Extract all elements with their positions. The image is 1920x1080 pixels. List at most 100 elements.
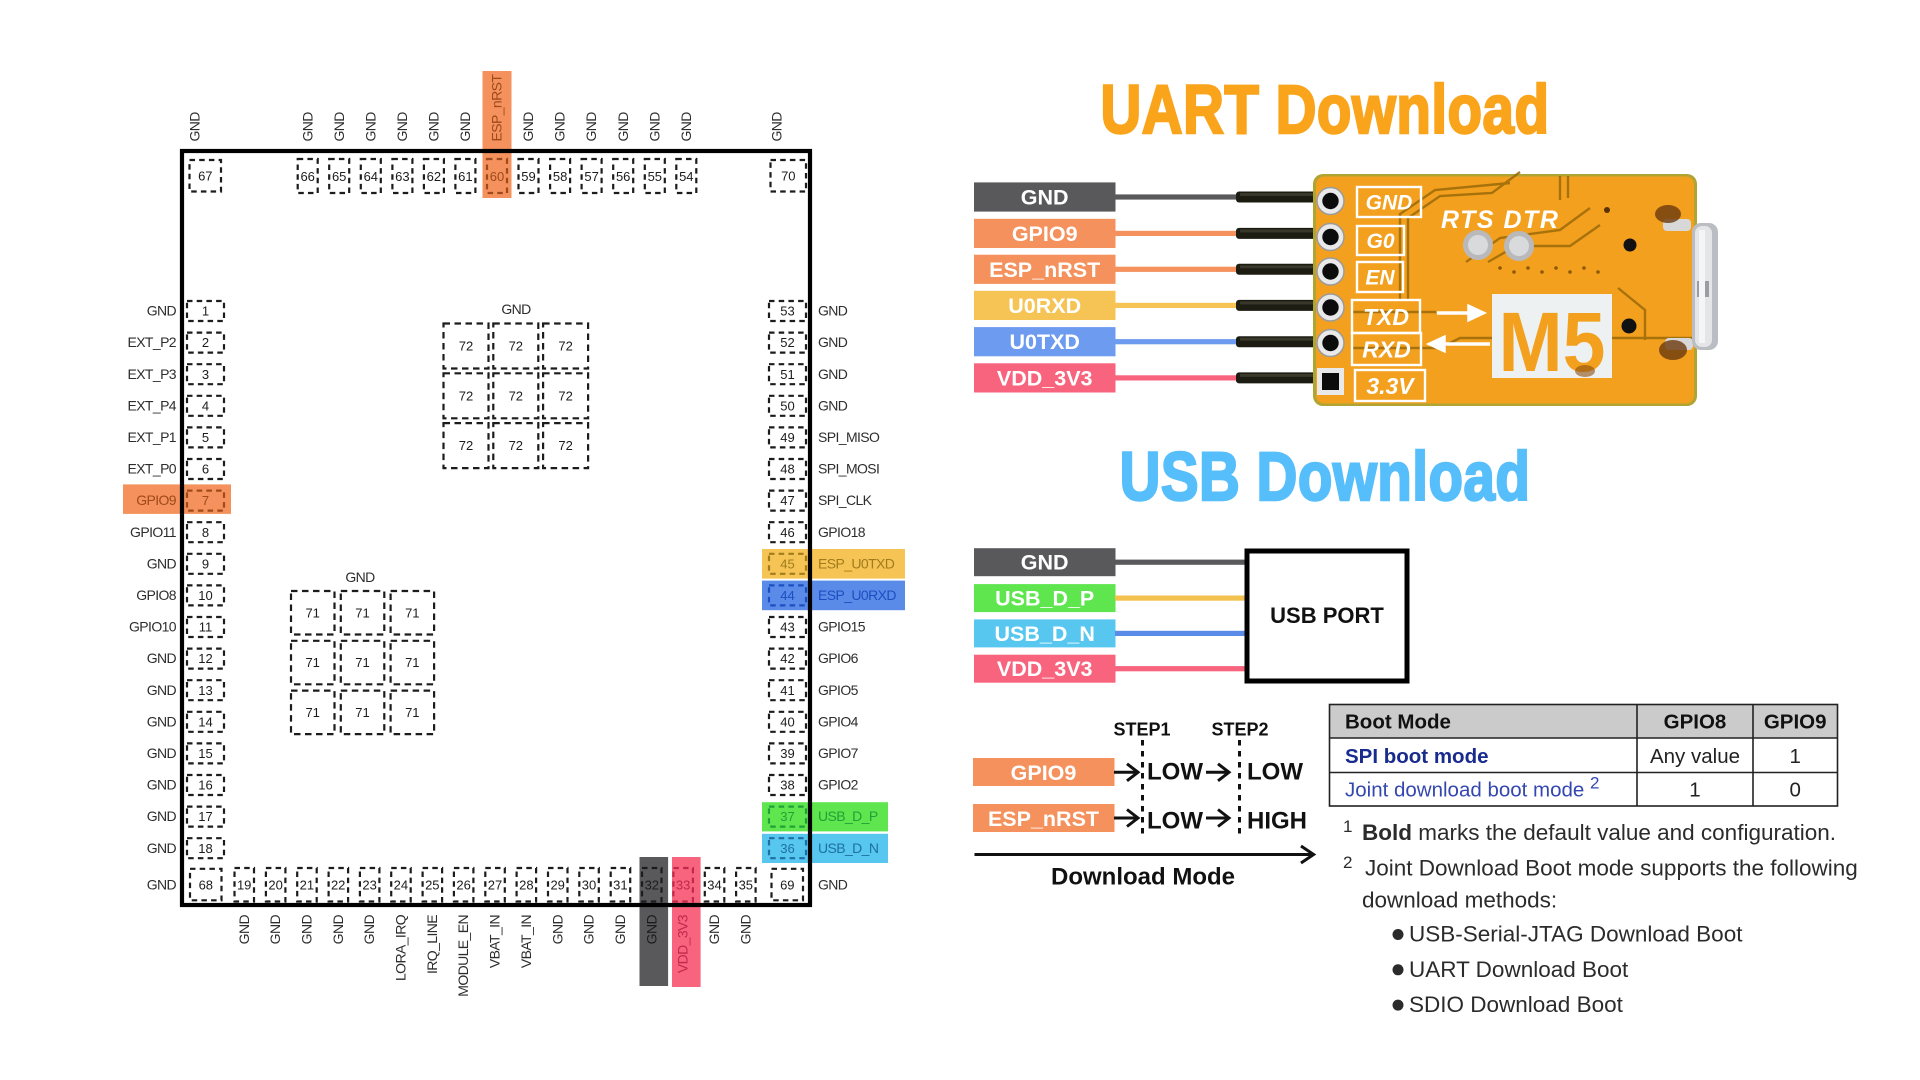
svg-text:22: 22 [331, 877, 345, 892]
svg-text:71: 71 [305, 705, 319, 720]
svg-text:33: 33 [676, 877, 690, 892]
svg-text:52: 52 [780, 335, 794, 350]
svg-text:Bold marks the default value a: Bold marks the default value and configu… [1362, 820, 1836, 845]
svg-text:GND: GND [331, 112, 347, 142]
svg-text:LOW: LOW [1147, 759, 1203, 786]
svg-text:46: 46 [780, 525, 794, 540]
svg-text:36: 36 [780, 841, 794, 856]
svg-text:25: 25 [425, 877, 439, 892]
svg-text:3: 3 [202, 367, 209, 382]
svg-text:GPIO10: GPIO10 [129, 619, 177, 635]
svg-text:EXT_P0: EXT_P0 [127, 461, 176, 477]
svg-text:LORA_IRQ: LORA_IRQ [393, 914, 409, 981]
svg-text:GND: GND [1021, 186, 1069, 210]
svg-text:USB Download: USB Download [1120, 439, 1531, 515]
svg-text:USB_D_P: USB_D_P [818, 808, 878, 824]
svg-text:26: 26 [456, 877, 470, 892]
svg-text:72: 72 [459, 438, 473, 453]
svg-text:GND: GND [1021, 551, 1069, 575]
svg-text:GND: GND [501, 301, 531, 317]
svg-text:SDIO Download Boot: SDIO Download Boot [1409, 992, 1624, 1017]
svg-text:GND: GND [147, 555, 177, 571]
svg-text:1: 1 [1343, 817, 1352, 836]
svg-text:RTS DTR: RTS DTR [1441, 206, 1559, 234]
svg-text:GPIO4: GPIO4 [818, 713, 859, 729]
svg-text:GND: GND [147, 650, 177, 666]
svg-text:USB_D_N: USB_D_N [995, 622, 1095, 646]
svg-text:GPIO8: GPIO8 [1664, 711, 1727, 734]
svg-text:VBAT_IN: VBAT_IN [518, 915, 534, 968]
svg-text:GND: GND [362, 112, 378, 142]
svg-text:57: 57 [584, 169, 598, 184]
svg-text:ESP_U0TXD: ESP_U0TXD [818, 555, 895, 571]
svg-text:7: 7 [202, 493, 209, 508]
svg-text:STEP2: STEP2 [1211, 720, 1268, 740]
svg-text:GND: GND [457, 112, 473, 142]
svg-text:LOW: LOW [1247, 759, 1303, 786]
svg-text:GPIO11: GPIO11 [130, 524, 177, 540]
svg-text:GPIO9: GPIO9 [1011, 761, 1077, 785]
svg-text:GND: GND [818, 876, 848, 892]
svg-text:17: 17 [198, 809, 212, 824]
svg-text:SPI boot mode: SPI boot mode [1345, 745, 1489, 768]
svg-text:UART Download Boot: UART Download Boot [1409, 957, 1629, 982]
svg-text:USB_D_P: USB_D_P [995, 587, 1094, 611]
svg-text:GPIO15: GPIO15 [818, 619, 866, 635]
svg-text:GND: GND [1366, 192, 1413, 215]
svg-text:32: 32 [645, 877, 659, 892]
svg-text:67: 67 [198, 169, 212, 184]
svg-text:70: 70 [781, 169, 795, 184]
svg-text:53: 53 [780, 304, 794, 319]
svg-text:13: 13 [198, 683, 212, 698]
svg-text:ESP_nRST: ESP_nRST [988, 807, 1099, 831]
svg-text:72: 72 [558, 339, 572, 354]
svg-text:SPI_CLK: SPI_CLK [818, 492, 873, 508]
svg-text:GPIO8: GPIO8 [136, 587, 177, 603]
svg-text:EXT_P1: EXT_P1 [127, 429, 176, 445]
svg-text:U0TXD: U0TXD [1009, 330, 1079, 354]
svg-text:28: 28 [519, 877, 533, 892]
svg-text:14: 14 [198, 714, 212, 729]
svg-text:U0RXD: U0RXD [1008, 294, 1081, 318]
svg-text:34: 34 [707, 877, 721, 892]
svg-text:IRQ_LINE: IRQ_LINE [424, 915, 440, 974]
svg-text:GND: GND [646, 112, 662, 142]
svg-text:EXT_P2: EXT_P2 [127, 334, 176, 350]
svg-text:GND: GND [147, 777, 177, 793]
svg-text:Any value: Any value [1650, 745, 1740, 768]
svg-text:HIGH: HIGH [1247, 808, 1307, 835]
svg-text:GND: GND [147, 303, 177, 319]
svg-text:GND: GND [187, 112, 203, 142]
svg-text:GND: GND [818, 366, 848, 382]
svg-text:71: 71 [405, 705, 419, 720]
svg-text:43: 43 [780, 620, 794, 635]
svg-text:58: 58 [553, 169, 567, 184]
svg-text:39: 39 [780, 746, 794, 761]
svg-text:1: 1 [1789, 745, 1800, 768]
svg-text:Download Mode: Download Mode [1051, 863, 1235, 890]
svg-text:GND: GND [818, 397, 848, 413]
svg-text:64: 64 [364, 169, 378, 184]
svg-text:GND: GND [267, 915, 283, 945]
svg-text:16: 16 [198, 778, 212, 793]
svg-text:GND: GND [520, 112, 536, 142]
svg-text:2: 2 [202, 335, 209, 350]
svg-text:2: 2 [1343, 853, 1352, 872]
svg-text:38: 38 [780, 778, 794, 793]
svg-text:ESP_U0RXD: ESP_U0RXD [818, 587, 896, 603]
svg-text:GND: GND [147, 713, 177, 729]
svg-text:GND: GND [583, 112, 599, 142]
svg-text:40: 40 [780, 714, 794, 729]
svg-text:18: 18 [198, 841, 212, 856]
svg-text:48: 48 [780, 462, 794, 477]
svg-text:24: 24 [394, 877, 408, 892]
svg-text:11: 11 [199, 620, 213, 635]
svg-text:8: 8 [202, 525, 209, 540]
svg-text:GND: GND [236, 915, 252, 945]
svg-text:23: 23 [362, 877, 376, 892]
svg-text:STEP1: STEP1 [1113, 720, 1170, 740]
svg-text:G0: G0 [1366, 230, 1394, 253]
svg-text:65: 65 [332, 169, 346, 184]
svg-text:6: 6 [202, 462, 209, 477]
svg-text:72: 72 [509, 388, 523, 403]
